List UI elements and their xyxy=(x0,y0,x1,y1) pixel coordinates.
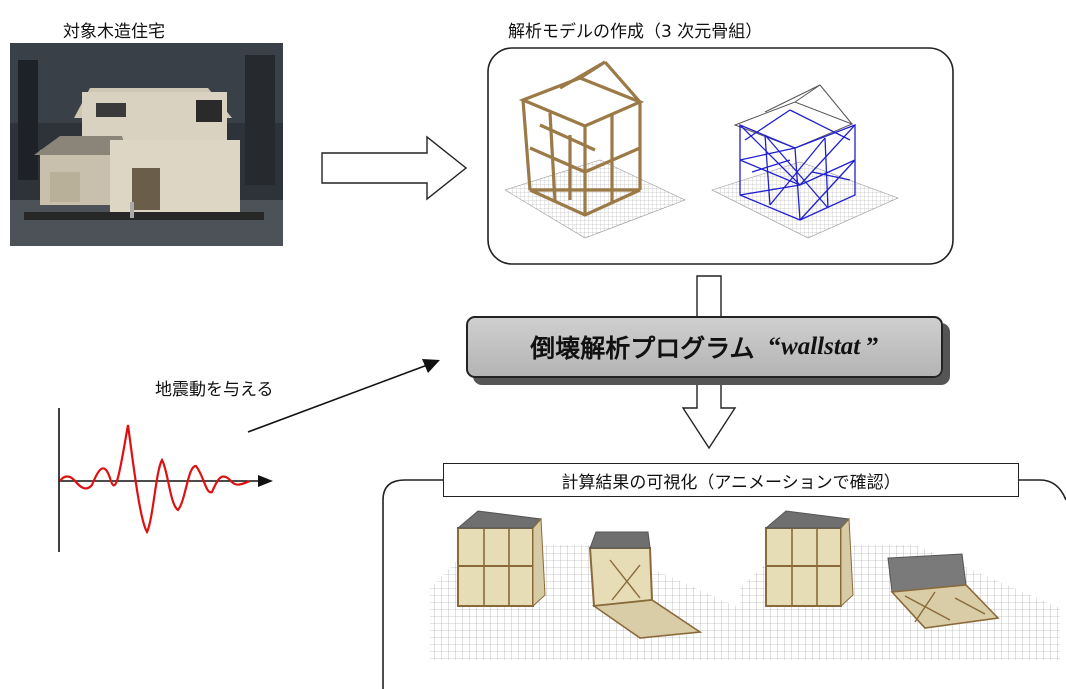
arrow-to-model xyxy=(321,135,468,201)
program-name: wallstat xyxy=(781,333,861,360)
quake-caption: 地震動を与える xyxy=(155,380,274,400)
collapse-result-2 xyxy=(740,510,1060,660)
visualization-caption: 計算結果の可視化（アニメーションで確認） xyxy=(443,463,1019,497)
program-title: 倒壊解析プログラム xyxy=(530,334,755,363)
visualization-panel xyxy=(382,479,1066,689)
collapse-result-1 xyxy=(430,510,740,660)
program-name-close-quote: ” xyxy=(866,333,879,360)
seismic-wave xyxy=(58,408,273,552)
model-box xyxy=(487,47,954,265)
program-box: 倒壊解析プログラム “ wallstat ” xyxy=(466,316,943,378)
model-caption: 解析モデルの作成（3 次元骨組） xyxy=(508,22,763,42)
wireframe-model xyxy=(711,84,899,239)
program-name-open-quote: “ xyxy=(768,333,782,360)
arrow-to-visualization xyxy=(681,383,737,450)
wood-frame-model xyxy=(504,60,686,239)
house-caption: 対象木造住宅 xyxy=(63,22,165,42)
house-photo xyxy=(10,43,283,246)
arrow-quake-to-program xyxy=(247,359,440,433)
arrow-to-program xyxy=(696,275,722,319)
